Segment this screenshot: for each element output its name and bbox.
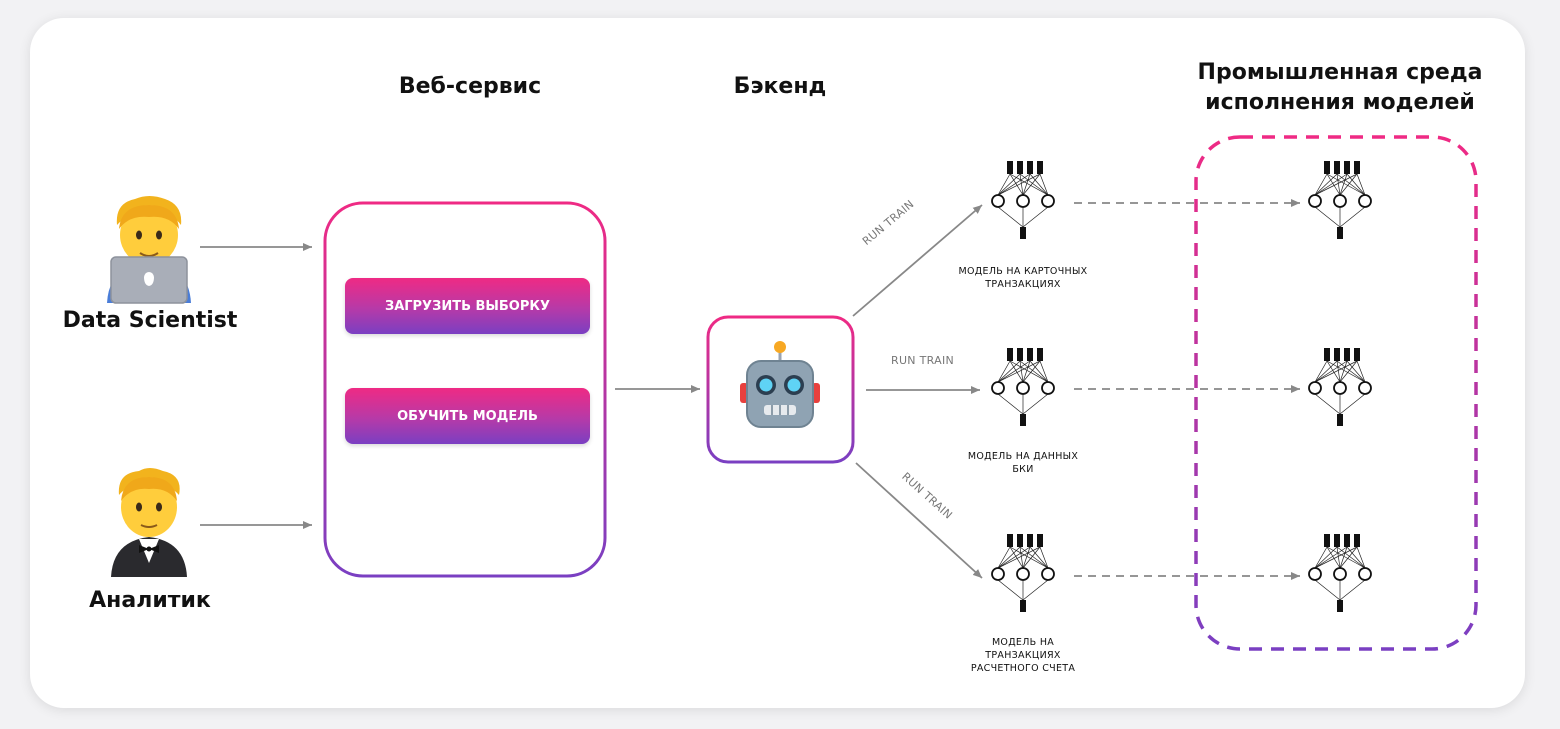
robot-icon <box>740 341 820 428</box>
data-scientist-label: Data Scientist <box>62 308 238 333</box>
heading-web-service: Веб-сервис <box>398 74 542 99</box>
heading-prod-env-line1: Промышленная среда <box>1197 60 1483 85</box>
arrow-train-model-3 <box>855 462 983 579</box>
model-label-line: РАСЧЕТНОГО СЧЕТА <box>970 663 1076 674</box>
model-label-bki: МОДЕЛЬ НА ДАННЫХ БКИ <box>938 450 1108 476</box>
man-technologist-icon <box>107 196 191 304</box>
model-label-line: ТРАНЗАКЦИЯХ <box>985 279 1061 290</box>
model-label-line: ТРАНЗАКЦИЯХ <box>985 650 1061 661</box>
analyst-label: Аналитик <box>89 588 211 613</box>
model-label-line: МОДЕЛЬ НА КАРТОЧНЫХ <box>958 266 1088 277</box>
neural-network-icon <box>991 533 1055 613</box>
upload-sample-button[interactable]: ЗАГРУЗИТЬ ВЫБОРКУ <box>345 278 590 334</box>
arrow-train-model-1 <box>852 204 983 317</box>
neural-network-icon <box>1308 533 1372 613</box>
neural-network-icon <box>991 347 1055 427</box>
neural-network-icon <box>1308 347 1372 427</box>
heading-backend: Бэкенд <box>733 74 827 99</box>
model-label-line: БКИ <box>1012 464 1034 475</box>
model-label-account-transactions: МОДЕЛЬ НА ТРАНЗАКЦИЯХ РАСЧЕТНОГО СЧЕТА <box>938 636 1108 675</box>
heading-prod-env: Промышленная среда исполнения моделей <box>1180 58 1500 118</box>
prod-env-box <box>1194 135 1478 651</box>
man-in-tuxedo-icon <box>111 468 187 577</box>
heading-prod-env-line2: исполнения моделей <box>1205 90 1475 115</box>
neural-network-icon <box>991 160 1055 240</box>
model-label-card-transactions: МОДЕЛЬ НА КАРТОЧНЫХ ТРАНЗАКЦИЯХ <box>938 265 1108 291</box>
model-label-line: МОДЕЛЬ НА <box>991 637 1055 648</box>
neural-network-icon <box>1308 160 1372 240</box>
run-train-label-2: RUN TRAIN <box>891 354 955 367</box>
model-label-line: МОДЕЛЬ НА ДАННЫХ <box>967 451 1079 462</box>
train-model-button[interactable]: ОБУЧИТЬ МОДЕЛЬ <box>345 388 590 444</box>
